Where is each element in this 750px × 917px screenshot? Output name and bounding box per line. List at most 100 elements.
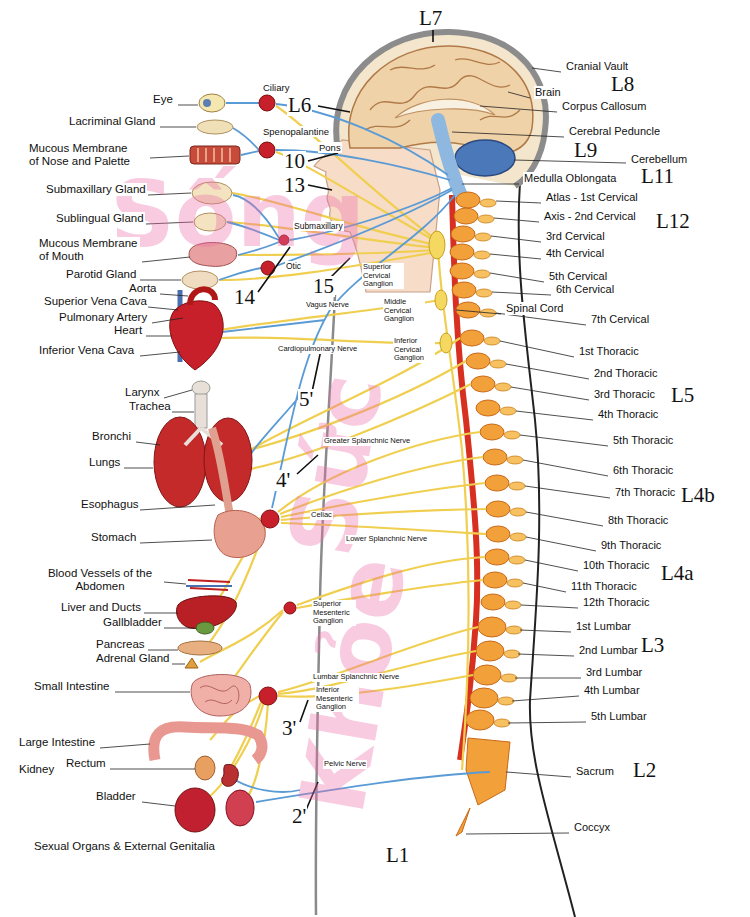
cerebellum: [455, 140, 515, 176]
organ-label: Submaxillary Gland: [45, 183, 147, 196]
watermark: Sức: [276, 367, 396, 562]
larynx: [192, 381, 210, 395]
anatomy-label: 11th Thoracic: [570, 580, 638, 593]
nerve-label: Greater Splanchnic Nerve: [323, 437, 411, 446]
ganglion-label: Otic: [285, 261, 302, 271]
callout-number: 2': [291, 806, 307, 827]
brainstem: [438, 120, 462, 198]
coccyx-bone: [456, 808, 470, 836]
anatomy-label: 3rd Lumbar: [585, 666, 643, 679]
celiac-ganglion: [261, 510, 279, 528]
lacrimal-gland: [197, 120, 233, 134]
anatomy-label: 2nd Thoracic: [593, 367, 658, 380]
callout-number: L4a: [660, 563, 695, 584]
ganglion-label: Spenopalantine: [262, 126, 330, 137]
nerve-label: Middle Cervical Ganglion: [383, 298, 425, 324]
nerve-label: Lower Splanchnic Nerve: [345, 535, 428, 544]
anatomy-label: 10th Thoracic: [582, 559, 650, 572]
middle-cervical-ganglion: [435, 290, 447, 310]
callout-number: L5: [670, 385, 695, 406]
anatomy-label: 6th Thoracic: [612, 464, 674, 477]
stomach: [214, 510, 265, 557]
organ-label: Bronchi: [91, 430, 132, 443]
nerve-label: Inferior Mesenteric Ganglion: [315, 686, 359, 712]
nerve-label: Lumbar Splanchnic Nerve: [312, 673, 400, 682]
anatomy-label: Cerebellum: [630, 153, 688, 166]
anatomy-label: 1st Lumbar: [575, 620, 632, 633]
organ-label: Heart: [113, 324, 143, 337]
anatomy-label: Medulla Oblongata: [523, 172, 617, 185]
anatomy-label: Cerebral Peduncle: [568, 125, 661, 138]
anatomy-label: 4th Lumbar: [583, 684, 641, 697]
sexual-organs: [226, 790, 254, 826]
nerve-label: Cardiopulmonary Nerve: [277, 345, 358, 354]
organ-label: Larynx: [124, 386, 161, 399]
anatomy-label: Coccyx: [573, 821, 611, 834]
ganglion-label: Ciliary: [262, 82, 290, 93]
organ-label: Liver and Ducts: [60, 601, 142, 614]
intestine-coils: [200, 686, 239, 704]
anatomy-label: 8th Thoracic: [607, 514, 669, 527]
anatomy-label: Spinal Cord: [505, 302, 564, 315]
anatomy-label: Brain: [534, 86, 562, 99]
organ-label: Lacriminal Gland: [68, 115, 156, 128]
gallbladder: [196, 622, 214, 634]
ganglion-label: Submaxillary: [293, 221, 344, 231]
organ-label: Large Intestine: [18, 736, 96, 749]
eye: [199, 94, 225, 112]
anatomy-label: Corpus Callosum: [561, 100, 647, 113]
organ-label: Trachea: [128, 400, 172, 413]
nerve-label: Superior Cervical Ganglion: [362, 263, 404, 289]
callout-number: L4b: [680, 485, 716, 506]
callout-number: 10: [283, 151, 306, 172]
anatomy-label: 3rd Thoracic: [593, 388, 656, 401]
anatomy-label: Cranial Vault: [565, 60, 629, 73]
anatomy-label: 5th Lumbar: [590, 710, 648, 723]
organ-label: Aorta: [128, 282, 158, 295]
rectum: [195, 756, 215, 780]
nerve-label: Inferior Cervical Ganglion: [393, 337, 435, 363]
organ-label: Rectum: [65, 757, 107, 770]
organ-label: Bladder: [95, 790, 137, 803]
anatomy-label: 6th Cervical: [555, 283, 615, 296]
small-intestine: [191, 674, 251, 716]
ciliary-ganglion: [259, 95, 275, 111]
adrenal-gland: [185, 658, 198, 668]
superior-mesenteric-ganglion: [284, 602, 296, 614]
corpus-callosum: [395, 99, 495, 118]
organ-label: Blood Vessels of the Abdomen: [38, 567, 162, 593]
callout-number: 5': [298, 389, 314, 410]
anatomy-label: 9th Thoracic: [600, 539, 662, 552]
trachea: [195, 394, 207, 428]
watermark: Sống: [110, 170, 365, 260]
watermark: Khỏe: [287, 551, 420, 819]
anatomy-label: Atlas - 1st Cervical: [545, 191, 639, 204]
inferior-mesenteric-ganglion: [259, 687, 277, 705]
organ-label: Parotid Gland: [65, 268, 137, 281]
callout-number: L12: [655, 211, 691, 232]
organ-label: Mucous Membrane of Mouth: [38, 237, 140, 263]
callout-number: 4': [275, 470, 291, 491]
organ-label: Esophagus: [80, 498, 140, 511]
anatomy-label: Axis - 2nd Cervical: [543, 210, 637, 223]
nasal-mucosa: [190, 146, 240, 164]
nasal-mucosa-stripes: [198, 148, 230, 162]
organ-label: Sexual Organs & External Genitalia: [33, 840, 216, 853]
callout-number: L7: [418, 8, 443, 29]
callout-number: 13: [283, 175, 306, 196]
anatomy-label: Sacrum: [575, 765, 615, 778]
anatomy-label: 7th Cervical: [590, 313, 650, 326]
organ-label: Kidney: [18, 763, 55, 776]
otic-ganglion: [261, 261, 275, 275]
organ-label: Superior Vena Cava: [43, 295, 148, 308]
organ-label: Gallbladder: [102, 616, 163, 629]
heart: [170, 301, 223, 370]
organ-label: Lungs: [88, 456, 121, 469]
nerve-label: Superior Mesenteric Ganglion: [312, 600, 356, 626]
organ-label: Small Intestine: [33, 680, 110, 693]
callout-number: L1: [385, 845, 410, 866]
callout-number: 15: [312, 276, 335, 297]
abdominal-veins: [186, 585, 232, 587]
callout-number: L2: [632, 760, 657, 781]
